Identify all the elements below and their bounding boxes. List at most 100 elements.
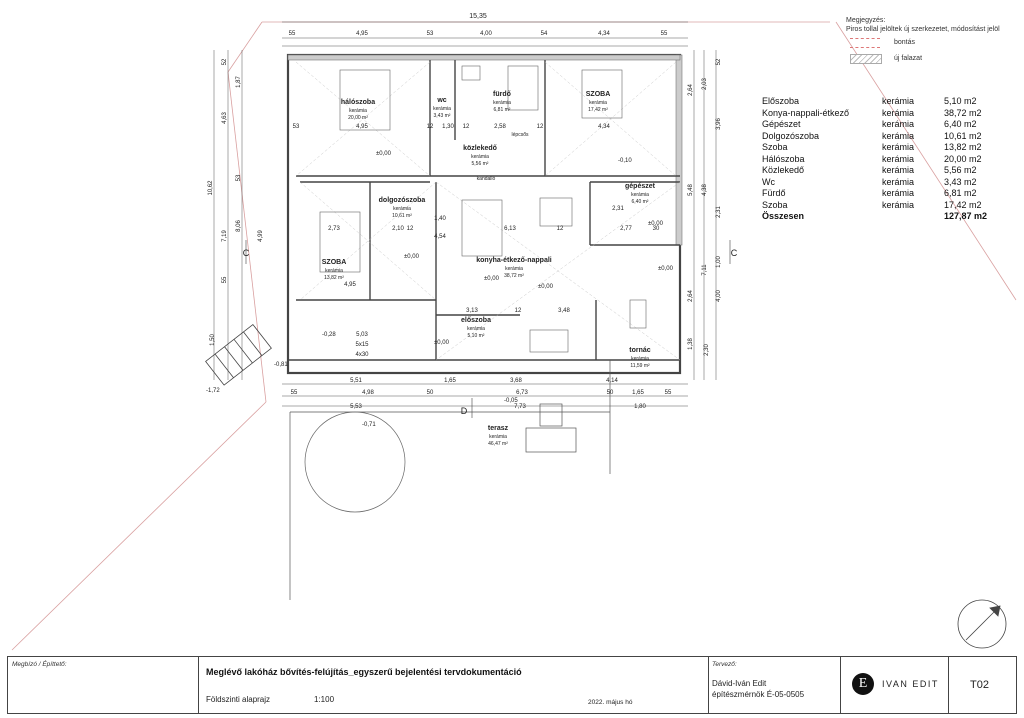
area-value: 5,56 m2: [944, 165, 977, 175]
room-name: dolgozószoba: [379, 197, 426, 204]
room-name: wc: [436, 97, 446, 104]
level-mark: -1,72: [206, 388, 220, 394]
right-dimension: 2,30: [704, 344, 710, 356]
room-area: 46,47 m²: [488, 441, 508, 447]
client-cell: Megbízó / Építtető:: [8, 657, 199, 713]
right-dimension: 1,00: [716, 256, 722, 268]
area-material: kerámia: [882, 142, 915, 152]
area-value: 6,40 m2: [944, 119, 977, 129]
inner-dimension: 12: [407, 226, 414, 232]
section-marker-label: D: [461, 406, 468, 416]
top-dimension: 53: [427, 31, 434, 37]
left-dimension: 52: [222, 58, 228, 65]
room-material: kerámia: [433, 106, 451, 112]
designer-logo: E IVAN EDIT: [852, 673, 939, 695]
right-dimension: 2,64: [688, 290, 694, 302]
area-value: 20,00 m2: [944, 153, 982, 164]
inner-dimension: 1,40: [434, 216, 446, 222]
inner-top-dimension: 1,30: [442, 124, 454, 130]
right-dimension: 1,38: [688, 338, 694, 350]
logo-text: IVAN EDIT: [882, 679, 939, 689]
designer-registration: építészmérnök É-05-0505: [712, 690, 805, 699]
legend-demolition-label: bontás: [894, 39, 916, 46]
area-material: kerámia: [882, 176, 915, 187]
inner-dimension: 5x15: [355, 342, 369, 348]
bathtub: [507, 65, 539, 111]
fireplace-label: kandalló: [477, 176, 496, 182]
inner-dimension: 4,54: [434, 234, 446, 240]
bottom-dimension-2: 55: [291, 390, 298, 396]
legend-new-wall-label: új falazat: [894, 55, 923, 62]
bottom-dimension-2: 4,98: [362, 390, 374, 396]
right-dimension: 52: [716, 58, 722, 65]
room-material: kerámia: [493, 100, 511, 106]
level-mark: ±0,00: [434, 340, 450, 346]
level-mark: ±0,00: [376, 151, 392, 157]
room-area: 13,82 m²: [324, 275, 344, 281]
inner-dimension: 3,13: [466, 308, 478, 314]
left-dimension: 53: [236, 174, 242, 181]
room-area: 6,81 m²: [494, 107, 511, 113]
area-value: 17,42 m2: [944, 199, 982, 210]
section-marker-label: C: [731, 248, 738, 258]
room-area: 10,61 m²: [392, 213, 412, 219]
room-material: kerámia: [325, 268, 343, 274]
level-mark: ±0,00: [484, 276, 500, 282]
area-room-name: Fürdő: [762, 188, 786, 198]
area-value: 10,61 m2: [944, 130, 982, 141]
left-dimension: 10,62: [208, 180, 214, 196]
logo-cell: [840, 657, 949, 713]
bottom-dimension: 3,68: [510, 378, 522, 384]
area-material: kerámia: [882, 188, 915, 198]
bottom-dimension-2: 50: [607, 390, 614, 396]
bottom-dimension: 4,14: [606, 378, 618, 384]
new-wall-swatch: [850, 54, 882, 64]
project-cell: Meglévő lakóház bővítés-felújítás_egysze…: [198, 657, 709, 713]
designer-cell: Tervező: Dávid-Iván Edit építészmérnök É…: [708, 657, 841, 713]
inner-dimension: 12: [515, 308, 522, 314]
inner-dimension: 30: [653, 226, 660, 232]
dining-table: [461, 199, 503, 257]
area-room-name: Előszoba: [762, 96, 800, 106]
inner-top-dimension: 4,95: [356, 124, 368, 130]
room-material: kerámia: [631, 356, 649, 362]
level-mark: ±0,00: [648, 221, 664, 227]
left-dimension: 4,99: [258, 230, 264, 242]
stair-label: lépcsős: [512, 132, 529, 138]
logo-mark: E: [852, 673, 874, 695]
level-mark: -0,71: [362, 422, 376, 428]
room-area: 5,10 m²: [468, 333, 485, 339]
inner-dimension: 2,10: [392, 226, 404, 232]
right-dimension: 2,03: [702, 78, 708, 90]
room-material: kerámia: [631, 192, 649, 198]
room-material: kerámia: [471, 154, 489, 160]
bottom-dimension: 1,65: [444, 378, 456, 384]
inner-dimension: 2,77: [620, 226, 632, 232]
furniture: [319, 65, 647, 353]
inner-top-dimension: 12: [463, 124, 470, 130]
inner-dimension: 12: [557, 226, 564, 232]
room-name: SZOBA: [586, 91, 611, 98]
inner-top-dimension: 2,58: [494, 124, 506, 130]
room-area: 6,40 m²: [632, 199, 649, 205]
area-material: kerámia: [882, 119, 915, 129]
room-material: kerámia: [467, 326, 485, 332]
right-dimension: 3,96: [716, 118, 722, 130]
level-mark: -0,81: [274, 362, 288, 368]
sheet-cell: T02: [948, 657, 1016, 713]
right-dimension: 7,11: [702, 264, 708, 276]
room-name: gépészet: [625, 183, 656, 190]
area-room-name: Hálószoba: [762, 153, 805, 164]
total-label: Összesen: [762, 211, 805, 221]
drawing-date: 2022. május hó: [588, 699, 633, 706]
inner-dimension: 2,73: [328, 226, 340, 232]
bed-1: [339, 69, 391, 131]
legend-note: Piros tollal jelöltek új szerkezetet, mó…: [846, 26, 1000, 33]
bed-3: [319, 211, 361, 273]
